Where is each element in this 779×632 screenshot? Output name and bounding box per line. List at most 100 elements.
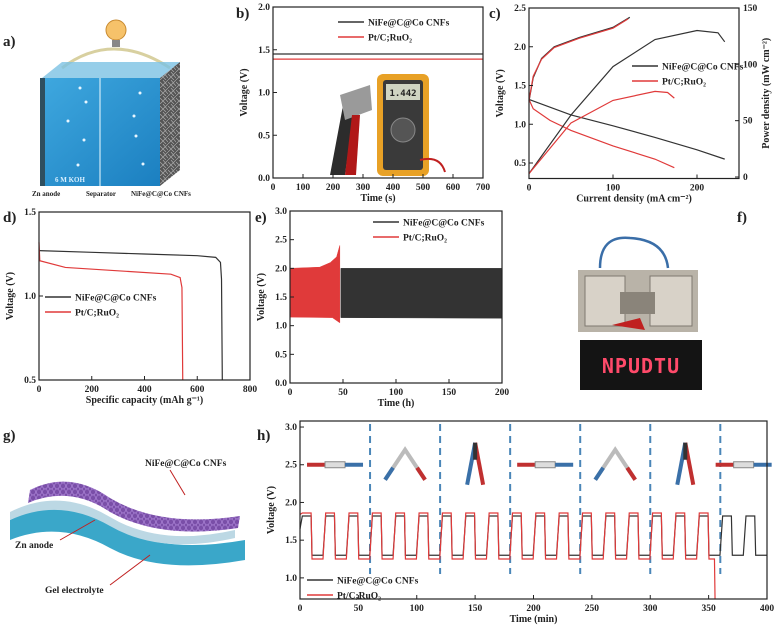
x-tick-label: 150	[442, 388, 457, 398]
x-tick-label: 700	[476, 183, 491, 193]
cnf-label: NiFe@C@Co CNFs	[145, 459, 227, 469]
y-axis-title: Voltage (V)	[495, 69, 506, 117]
x-axis-title: Time (min)	[510, 614, 558, 625]
x-axis-title: Current density (mA cm⁻²)	[576, 194, 692, 205]
series-band	[289, 245, 341, 324]
clip-flat-icon	[715, 461, 772, 469]
x-tick-label: 250	[585, 604, 600, 614]
y-tick-label: 1.5	[258, 46, 270, 56]
x-tick-label: 300	[356, 183, 371, 193]
x-tick-label: 100	[296, 183, 311, 193]
y-tick-label: 0.5	[275, 350, 287, 360]
y-tick-label: 1.0	[285, 574, 297, 584]
wire	[598, 236, 670, 269]
y-tick-label: 1.0	[514, 120, 526, 130]
zn-anode	[40, 78, 45, 186]
y-tick-label: 0.5	[258, 131, 270, 141]
clip-flat-icon	[517, 461, 574, 469]
plot-area	[38, 242, 223, 381]
cathode-label: NiFe@C@Co CNFs	[131, 190, 191, 198]
panel-label-d: d)	[3, 210, 16, 226]
y-tick-label: 1.5	[514, 82, 526, 92]
x-tick-label: 200	[495, 388, 510, 398]
x-axis-title: Time (h)	[378, 398, 415, 409]
meter-dial	[390, 117, 416, 143]
y-axis-title: Voltage (V)	[256, 273, 267, 321]
gel-electrolyte-label: Gel electrolyte	[45, 586, 104, 596]
series-line	[528, 29, 726, 174]
x-tick-label: 100	[389, 388, 404, 398]
x-tick-label: 200	[526, 604, 541, 614]
clip-bent-icon	[383, 446, 427, 481]
legend-label: Pt/C;RuO₂	[368, 34, 412, 44]
legend-label: NiFe@C@Co CNFs	[403, 219, 485, 229]
plot-area	[299, 424, 772, 600]
multimeter-display	[386, 84, 420, 100]
y-axis-title: Voltage (V)	[266, 486, 277, 534]
battery	[324, 461, 346, 469]
y-tick-label: 2.0	[285, 498, 297, 508]
series-line	[528, 16, 631, 102]
x-tick-label: 200	[690, 184, 705, 194]
x-tick-label: 600	[446, 183, 461, 193]
y-tick-label: 3.0	[285, 423, 297, 433]
led-display	[580, 340, 702, 390]
legend-label: Pt/C;RuO₂	[337, 592, 381, 602]
plot-area	[528, 16, 726, 175]
series-line	[38, 250, 223, 381]
y2-tick-label: 150	[743, 4, 758, 14]
legend-label: NiFe@C@Co CNFs	[75, 294, 157, 304]
legend-label: NiFe@C@Co CNFs	[337, 577, 419, 587]
panel-label-e: e)	[255, 210, 267, 226]
flexible-battery-illustration: NiFe@C@Co CNFs Zn anode Gel electrolyte	[10, 459, 245, 596]
x-tick-label: 200	[85, 385, 100, 395]
battery	[383, 446, 427, 481]
led-text: NPUDTU	[602, 354, 680, 378]
battery	[733, 461, 755, 469]
y-tick-label: 2.5	[514, 4, 526, 14]
y-tick-label: 1.0	[24, 292, 36, 302]
panel-label-g: g)	[3, 428, 16, 444]
x-tick-label: 150	[468, 604, 483, 614]
y-tick-label: 0.5	[514, 159, 526, 169]
legend-label: Pt/C;RuO₂	[403, 234, 447, 244]
wire	[61, 47, 171, 70]
y-tick-label: 0.0	[258, 174, 270, 184]
series-line	[528, 18, 629, 101]
blue-clip	[593, 466, 605, 481]
x-tick-label: 400	[137, 385, 152, 395]
legend-label: Pt/C;RuO₂	[75, 309, 119, 319]
zn-anode-label: Zn anode	[15, 541, 53, 551]
x-tick-label: 0	[298, 604, 303, 614]
panel-label-a: a)	[3, 34, 16, 50]
x-tick-label: 0	[271, 183, 276, 193]
y2-tick-label: 50	[743, 117, 753, 127]
clip-bent-icon	[593, 446, 637, 481]
x-tick-label: 350	[702, 604, 717, 614]
series-band	[340, 268, 503, 319]
x-tick-label: 0	[288, 388, 293, 398]
panel-label-c: c)	[489, 6, 501, 22]
red-clip	[415, 466, 427, 481]
y-tick-label: 2.5	[275, 236, 287, 246]
multimeter-photo: 1.442	[330, 74, 446, 176]
legend-label: Pt/C;RuO₂	[662, 78, 706, 88]
series-line	[528, 90, 675, 175]
y-tick-label: 0.5	[24, 376, 36, 386]
x-tick-label: 500	[416, 183, 431, 193]
panel-label-h: h)	[257, 428, 270, 444]
x-axis-title: Time (s)	[360, 193, 395, 204]
clip-flat-icon	[307, 461, 364, 469]
red-clip	[345, 115, 360, 175]
series-line	[38, 242, 184, 381]
panel-label-f: f)	[737, 210, 747, 226]
metal-clip	[340, 85, 372, 120]
y2-tick-label: 0	[743, 173, 748, 183]
y-tick-label: 1.0	[275, 322, 287, 332]
y2-axis-title: Power density (mW cm⁻²)	[761, 38, 772, 149]
